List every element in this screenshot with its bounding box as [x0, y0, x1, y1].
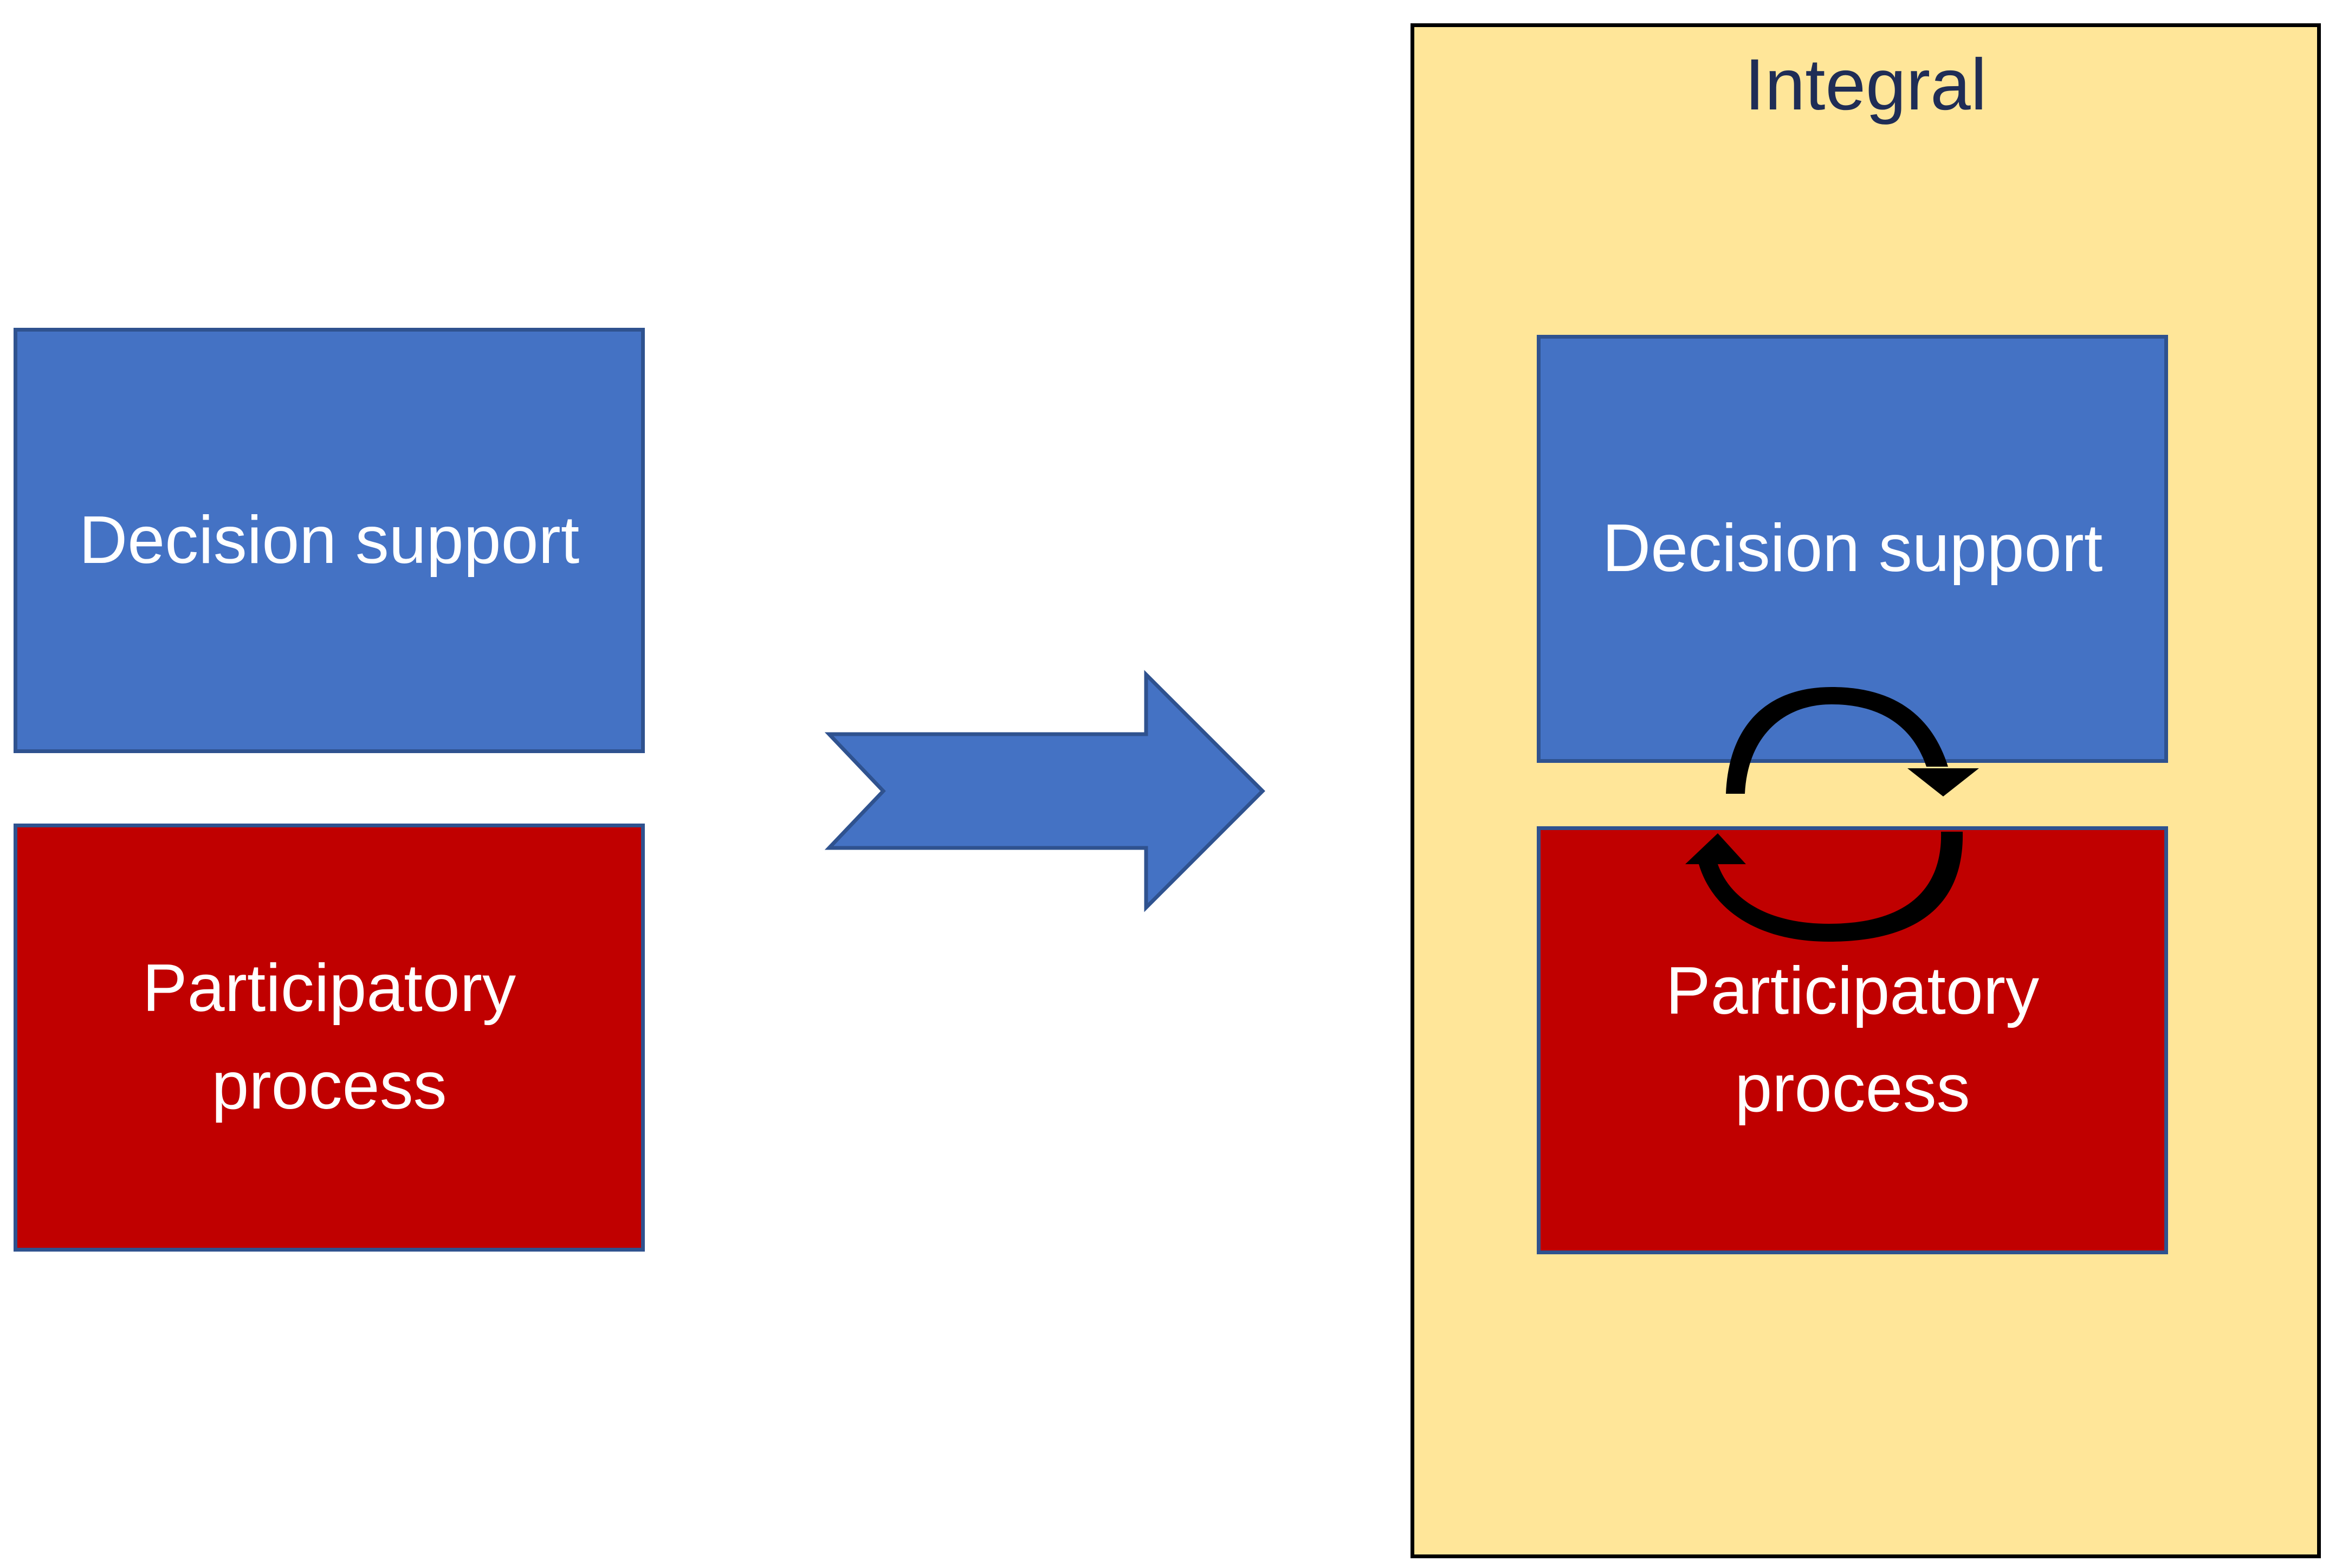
integral-participatory-label-line2: process	[1735, 1051, 1970, 1126]
left-participatory-label-line1: Participatory	[142, 951, 516, 1026]
left-decision-support-box: Decision support	[14, 328, 645, 753]
left-participatory-label-line2: process	[211, 1048, 447, 1123]
left-participatory-process-box: Participatory process	[14, 824, 645, 1252]
cycle-upper-arc	[1726, 687, 1948, 794]
integral-title: Integral	[1744, 44, 1987, 125]
integral-participatory-process-box: Participatory process	[1537, 826, 2168, 1254]
cycle-upper-arrowhead	[1907, 768, 1979, 796]
cycle-lower-arc	[1699, 832, 1963, 942]
left-decision-support-label: Decision support	[79, 502, 580, 578]
integral-participatory-label-line1: Participatory	[1665, 954, 2040, 1029]
integral-decision-support-label: Decision support	[1602, 511, 2103, 586]
integral-frame	[1411, 23, 2321, 1558]
cycle-lower-arrowhead	[1685, 833, 1746, 864]
